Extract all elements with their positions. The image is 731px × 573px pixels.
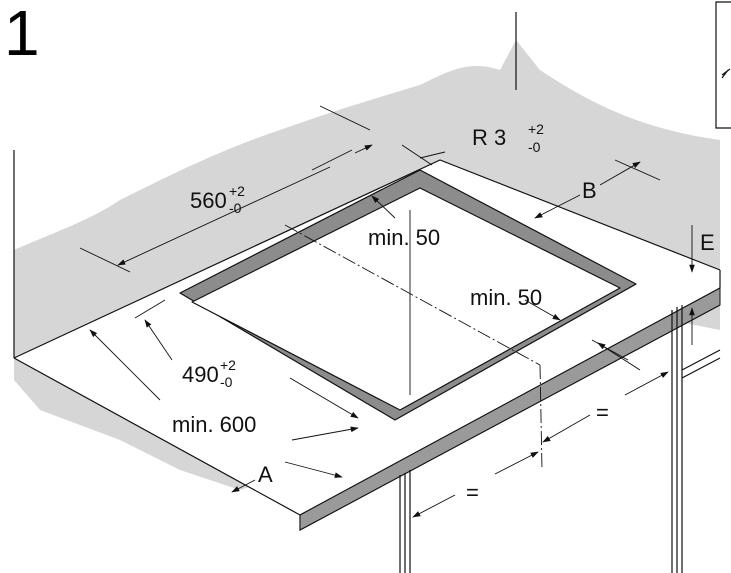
worktop-thickness-fill (299, 287, 721, 531)
svg-text:490: 490 (182, 362, 219, 387)
min50-right-ext (591, 339, 629, 361)
min50-top-arrow (371, 195, 396, 219)
dimension-490 (134, 299, 359, 419)
letter-b: B (582, 178, 597, 203)
inset-detail-box (715, 1, 731, 129)
equal-upper-label: = (596, 400, 609, 425)
equal-lower-label: = (466, 480, 479, 505)
letter-e: E (700, 230, 715, 255)
width-label: 560 +2 -0 (190, 183, 245, 216)
radius-pointer (401, 144, 433, 166)
letter-a: A (258, 462, 273, 487)
svg-text:+2: +2 (528, 121, 544, 137)
worktop-left-edge (13, 357, 301, 516)
dimension-b (534, 159, 661, 219)
dimension-a (231, 461, 343, 493)
svg-text:+2: +2 (229, 183, 245, 199)
radius-label: R 3 +2 -0 (472, 121, 544, 155)
svg-text:560: 560 (190, 188, 227, 213)
dimension-equal-lower (412, 451, 539, 518)
svg-text:+2: +2 (220, 357, 236, 373)
svg-text:R 3: R 3 (472, 125, 506, 150)
dimension-min600 (89, 329, 359, 441)
cabinet-panel-right (671, 305, 721, 573)
dimension-560 (79, 105, 373, 273)
center-axis-diagonal (284, 224, 541, 366)
min600-label: min. 600 (172, 412, 256, 437)
svg-text:-0: -0 (229, 200, 242, 216)
radius-leader (419, 151, 446, 159)
dimension-equal-upper (542, 371, 669, 443)
center-axis-drop (539, 364, 543, 471)
step-number: 1 (4, 0, 40, 69)
svg-text:-0: -0 (528, 139, 541, 155)
cabinet-panel-left (399, 470, 411, 573)
cutout-opening (191, 187, 621, 411)
worktop-back-edge (13, 159, 721, 359)
svg-text:-0: -0 (220, 374, 233, 390)
min50-right-arrow (524, 299, 561, 321)
min50-right-label: min. 50 (470, 285, 542, 310)
min50-top-label: min. 50 (368, 225, 440, 250)
depth-label: 490 +2 -0 (182, 357, 236, 390)
